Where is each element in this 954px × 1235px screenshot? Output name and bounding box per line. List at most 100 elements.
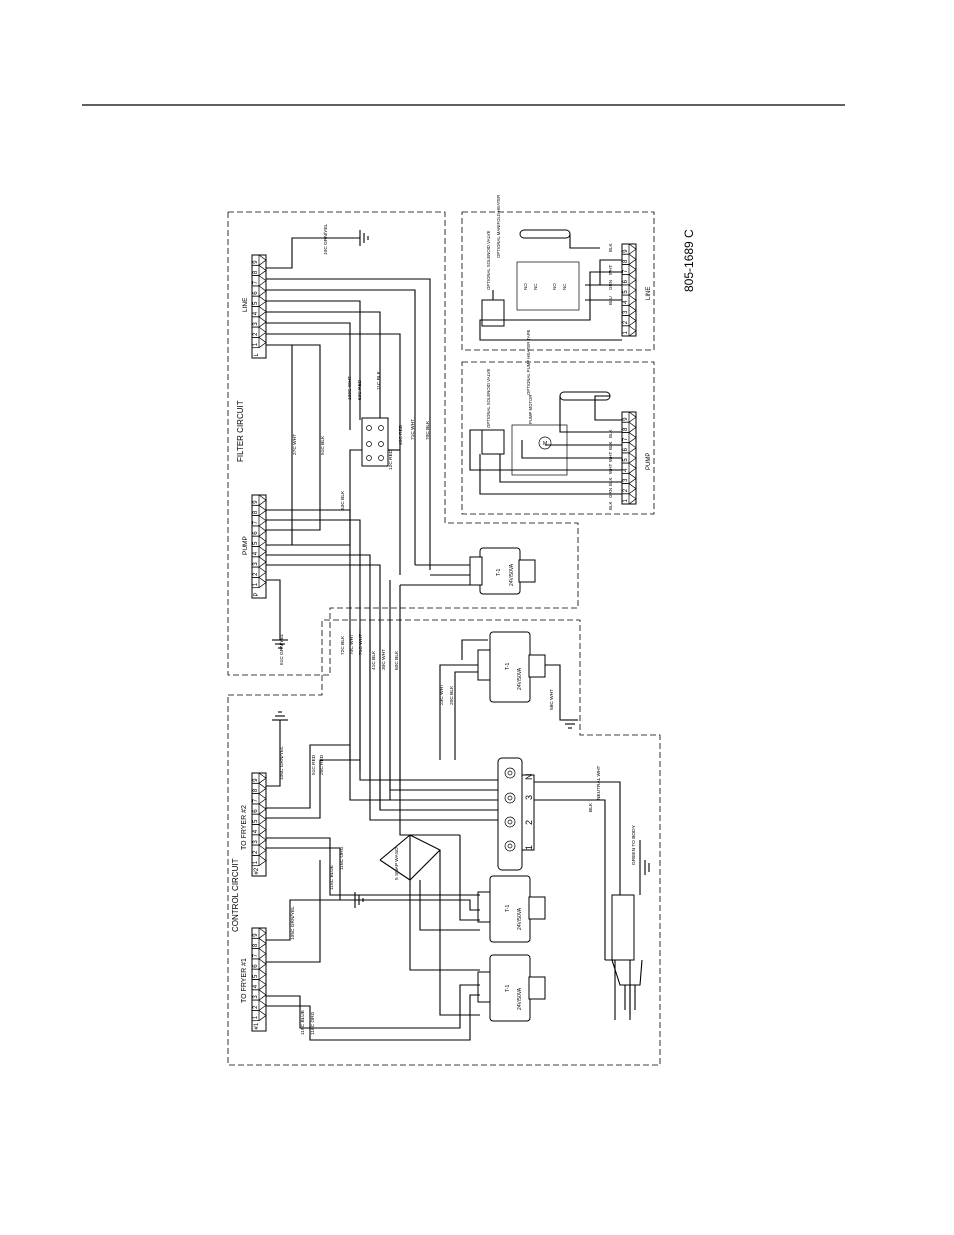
connector-pin-label: 7	[253, 520, 259, 524]
svg-text:M: M	[543, 441, 547, 447]
connector-pin-label: 6	[253, 291, 259, 295]
svg-text:BLK: BLK	[608, 429, 613, 438]
filter-circuit-wires	[266, 230, 470, 810]
svg-text:23C WHT: 23C WHT	[439, 684, 445, 705]
connector-pin-mark	[258, 834, 267, 846]
connector-pin-mark	[628, 284, 637, 296]
connector-pin-label: 6	[253, 531, 259, 535]
connector-pin-label: 2	[253, 572, 259, 576]
filter-circuit-boundary	[227, 211, 579, 676]
svg-text:GREEN TO BODY: GREEN TO BODY	[631, 824, 637, 865]
connector-pin-label: 1	[623, 499, 629, 503]
connector-pin-mark	[258, 254, 267, 266]
connector-pin-label: 5	[253, 819, 259, 823]
connector-pin-label: 8	[623, 259, 629, 263]
connector-pin-label: 1	[253, 1015, 259, 1019]
connector-pin-mark	[258, 938, 267, 949]
svg-text:WHT: WHT	[608, 265, 613, 275]
connector-pin-label: 5	[623, 458, 629, 462]
drawing-number: 805-1689 C	[682, 229, 696, 292]
connector-pin-mark	[258, 813, 267, 825]
connector-pin-label: 4	[623, 300, 629, 304]
connector-pin-mark	[628, 462, 637, 474]
svg-text:109C WHT: 109C WHT	[347, 376, 353, 400]
connector-pin-label: 3	[253, 840, 259, 844]
svg-text:24V/50VA: 24V/50VA	[509, 563, 515, 586]
connector-pin-label: 2	[623, 320, 629, 324]
connector-pin	[251, 577, 260, 589]
connector-pin-mark	[258, 546, 267, 558]
svg-text:58C WHT: 58C WHT	[549, 689, 555, 710]
connector-pin-label: 6	[253, 809, 259, 813]
connector-pin-mark	[628, 325, 637, 337]
connector-pin-label: 6	[623, 279, 629, 283]
connector-pin-label: 4	[253, 311, 259, 315]
connector-pin-label: 8	[253, 788, 259, 792]
connector-tag: #1	[254, 1022, 260, 1029]
connector-pin-label: 4	[623, 468, 629, 472]
svg-text:105C GRN/YEL: 105C GRN/YEL	[290, 906, 296, 940]
connector-pin-mark	[258, 989, 267, 1001]
connector-pin-label: 7	[623, 269, 629, 273]
svg-text:PUMP: PUMP	[242, 536, 249, 555]
connector-pin-mark	[628, 473, 637, 484]
connector-pin-mark	[258, 772, 267, 784]
svg-text:51C BLK: 51C BLK	[320, 435, 326, 455]
connector-pin-label: 1	[253, 342, 259, 346]
transformer-filter: 24V/50VA T-1	[469, 547, 536, 595]
svg-text:60C BLK: 60C BLK	[394, 650, 400, 670]
svg-text:BLK: BLK	[608, 441, 613, 450]
svg-text:BLK: BLK	[608, 243, 613, 252]
connector-pin-label: 5	[623, 290, 629, 294]
connector-pin-mark	[258, 556, 267, 568]
svg-text:61C GRN/YEL: 61C GRN/YEL	[279, 633, 285, 665]
svg-text:53C RED: 53C RED	[357, 379, 363, 400]
transformer-control-mid: 24V/50VA T-1	[477, 875, 546, 943]
svg-text:106C GRN/YEL: 106C GRN/YEL	[279, 746, 285, 780]
connector-tag: #2	[254, 867, 260, 874]
svg-text:BLK: BLK	[608, 477, 613, 486]
connector-pin-mark	[258, 999, 267, 1011]
power-cord-plug	[605, 840, 650, 1020]
transformer-control-bottom: 24V/50VA T-1	[477, 954, 546, 1022]
connector-pin-label: 9	[623, 249, 629, 253]
connector-pin-label: 7	[253, 280, 259, 284]
connector-pin-mark	[628, 315, 637, 327]
svg-text:NC: NC	[562, 283, 567, 290]
svg-text:GRN: GRN	[608, 488, 613, 498]
svg-text:NC: NC	[533, 283, 538, 290]
svg-text:TO FRYER #2: TO FRYER #2	[241, 805, 248, 850]
connector-pin-label: 7	[623, 437, 629, 441]
connector-pin-mark	[258, 525, 267, 537]
connector-pin	[251, 1010, 260, 1022]
svg-text:OPTIONAL SOLENOID VALVE: OPTIONAL SOLENOID VALVE	[486, 230, 491, 290]
connector-pin-label: 5	[253, 301, 259, 305]
connector-pin-mark	[628, 253, 637, 265]
svg-text:NEUTRAL WHT: NEUTRAL WHT	[596, 765, 602, 800]
svg-text:12C RED: 12C RED	[388, 449, 394, 470]
connector-pin-mark	[258, 968, 267, 980]
svg-text:71C WHT: 71C WHT	[410, 419, 416, 440]
svg-text:25C RED: 25C RED	[319, 754, 325, 775]
svg-text:BLU: BLU	[608, 296, 613, 305]
svg-text:1: 1	[524, 845, 534, 850]
connector-pin-label: 4	[253, 551, 259, 555]
svg-text:24V/50VA: 24V/50VA	[517, 907, 523, 930]
connector-pin-mark	[628, 305, 637, 316]
connector-pin-mark	[628, 452, 637, 464]
connector-pin-label: 2	[253, 850, 259, 854]
connector-pin-label: 4	[253, 829, 259, 833]
terminal-block: 1 2 3 N	[497, 757, 621, 960]
svg-text:WHT: WHT	[608, 464, 613, 474]
connector-pin-mark	[258, 803, 267, 815]
connector-pin-label: 3	[253, 562, 259, 566]
svg-text:41C BLK: 41C BLK	[371, 650, 377, 670]
connector-pin-mark	[628, 483, 637, 495]
connector-tag: L	[254, 353, 260, 357]
inset-line-box	[461, 211, 655, 351]
connector-pin-label: 2	[623, 488, 629, 492]
svg-text:WHT: WHT	[608, 452, 613, 462]
svg-text:TO FRYER #1: TO FRYER #1	[241, 958, 248, 1003]
